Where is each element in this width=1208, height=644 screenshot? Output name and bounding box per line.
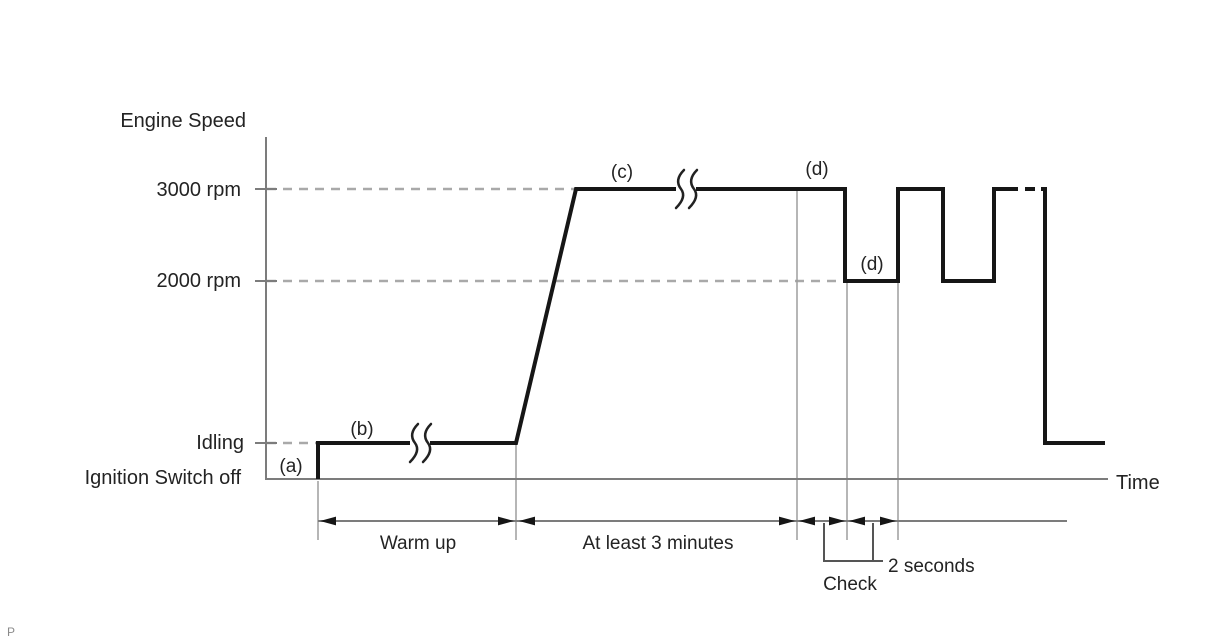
break-squiggle-3000-right xyxy=(687,168,699,210)
check-bracket xyxy=(823,523,883,562)
arrowhead-right-check-1 xyxy=(829,516,845,526)
speed-trace-final-drop xyxy=(1041,187,1105,445)
annotation-warm-up: Warm up xyxy=(380,533,456,554)
arrowhead-right-3-minutes xyxy=(779,516,795,526)
arrowhead-left-3-minutes xyxy=(519,516,535,526)
phase-label-a: (a) xyxy=(279,456,302,477)
arrowhead-right-check-2 xyxy=(880,516,896,526)
annotation-2-seconds: 2 seconds xyxy=(888,556,975,577)
annotation-check: Check xyxy=(823,574,877,595)
arrowhead-left-check-2 xyxy=(849,516,865,526)
phase-label-c: (c) xyxy=(611,162,633,183)
phase-label-b: (b) xyxy=(350,419,373,440)
break-squiggle-idle-left xyxy=(408,422,420,464)
y-label-idling: Idling xyxy=(196,432,244,454)
y-label-3000rpm: 3000 rpm xyxy=(157,179,242,201)
y-axis-title: Engine Speed xyxy=(120,110,246,132)
stray-footer-char: P xyxy=(7,625,15,639)
phase-label-d-high: (d) xyxy=(805,159,828,180)
annotation-at-least-3-minutes: At least 3 minutes xyxy=(582,533,733,554)
phase-label-d-low: (d) xyxy=(860,254,883,275)
speed-trace-main xyxy=(316,187,1008,479)
y-label-2000rpm: 2000 rpm xyxy=(157,270,242,292)
arrowhead-left-check-1 xyxy=(799,516,815,526)
arrowhead-right-warm-up xyxy=(498,516,514,526)
break-squiggle-idle-right xyxy=(421,422,433,464)
x-axis-title: Time xyxy=(1116,472,1160,494)
break-squiggle-3000-left xyxy=(674,168,686,210)
arrowhead-left-warm-up xyxy=(320,516,336,526)
y-label-ignition-switch-off: Ignition Switch off xyxy=(85,467,242,489)
